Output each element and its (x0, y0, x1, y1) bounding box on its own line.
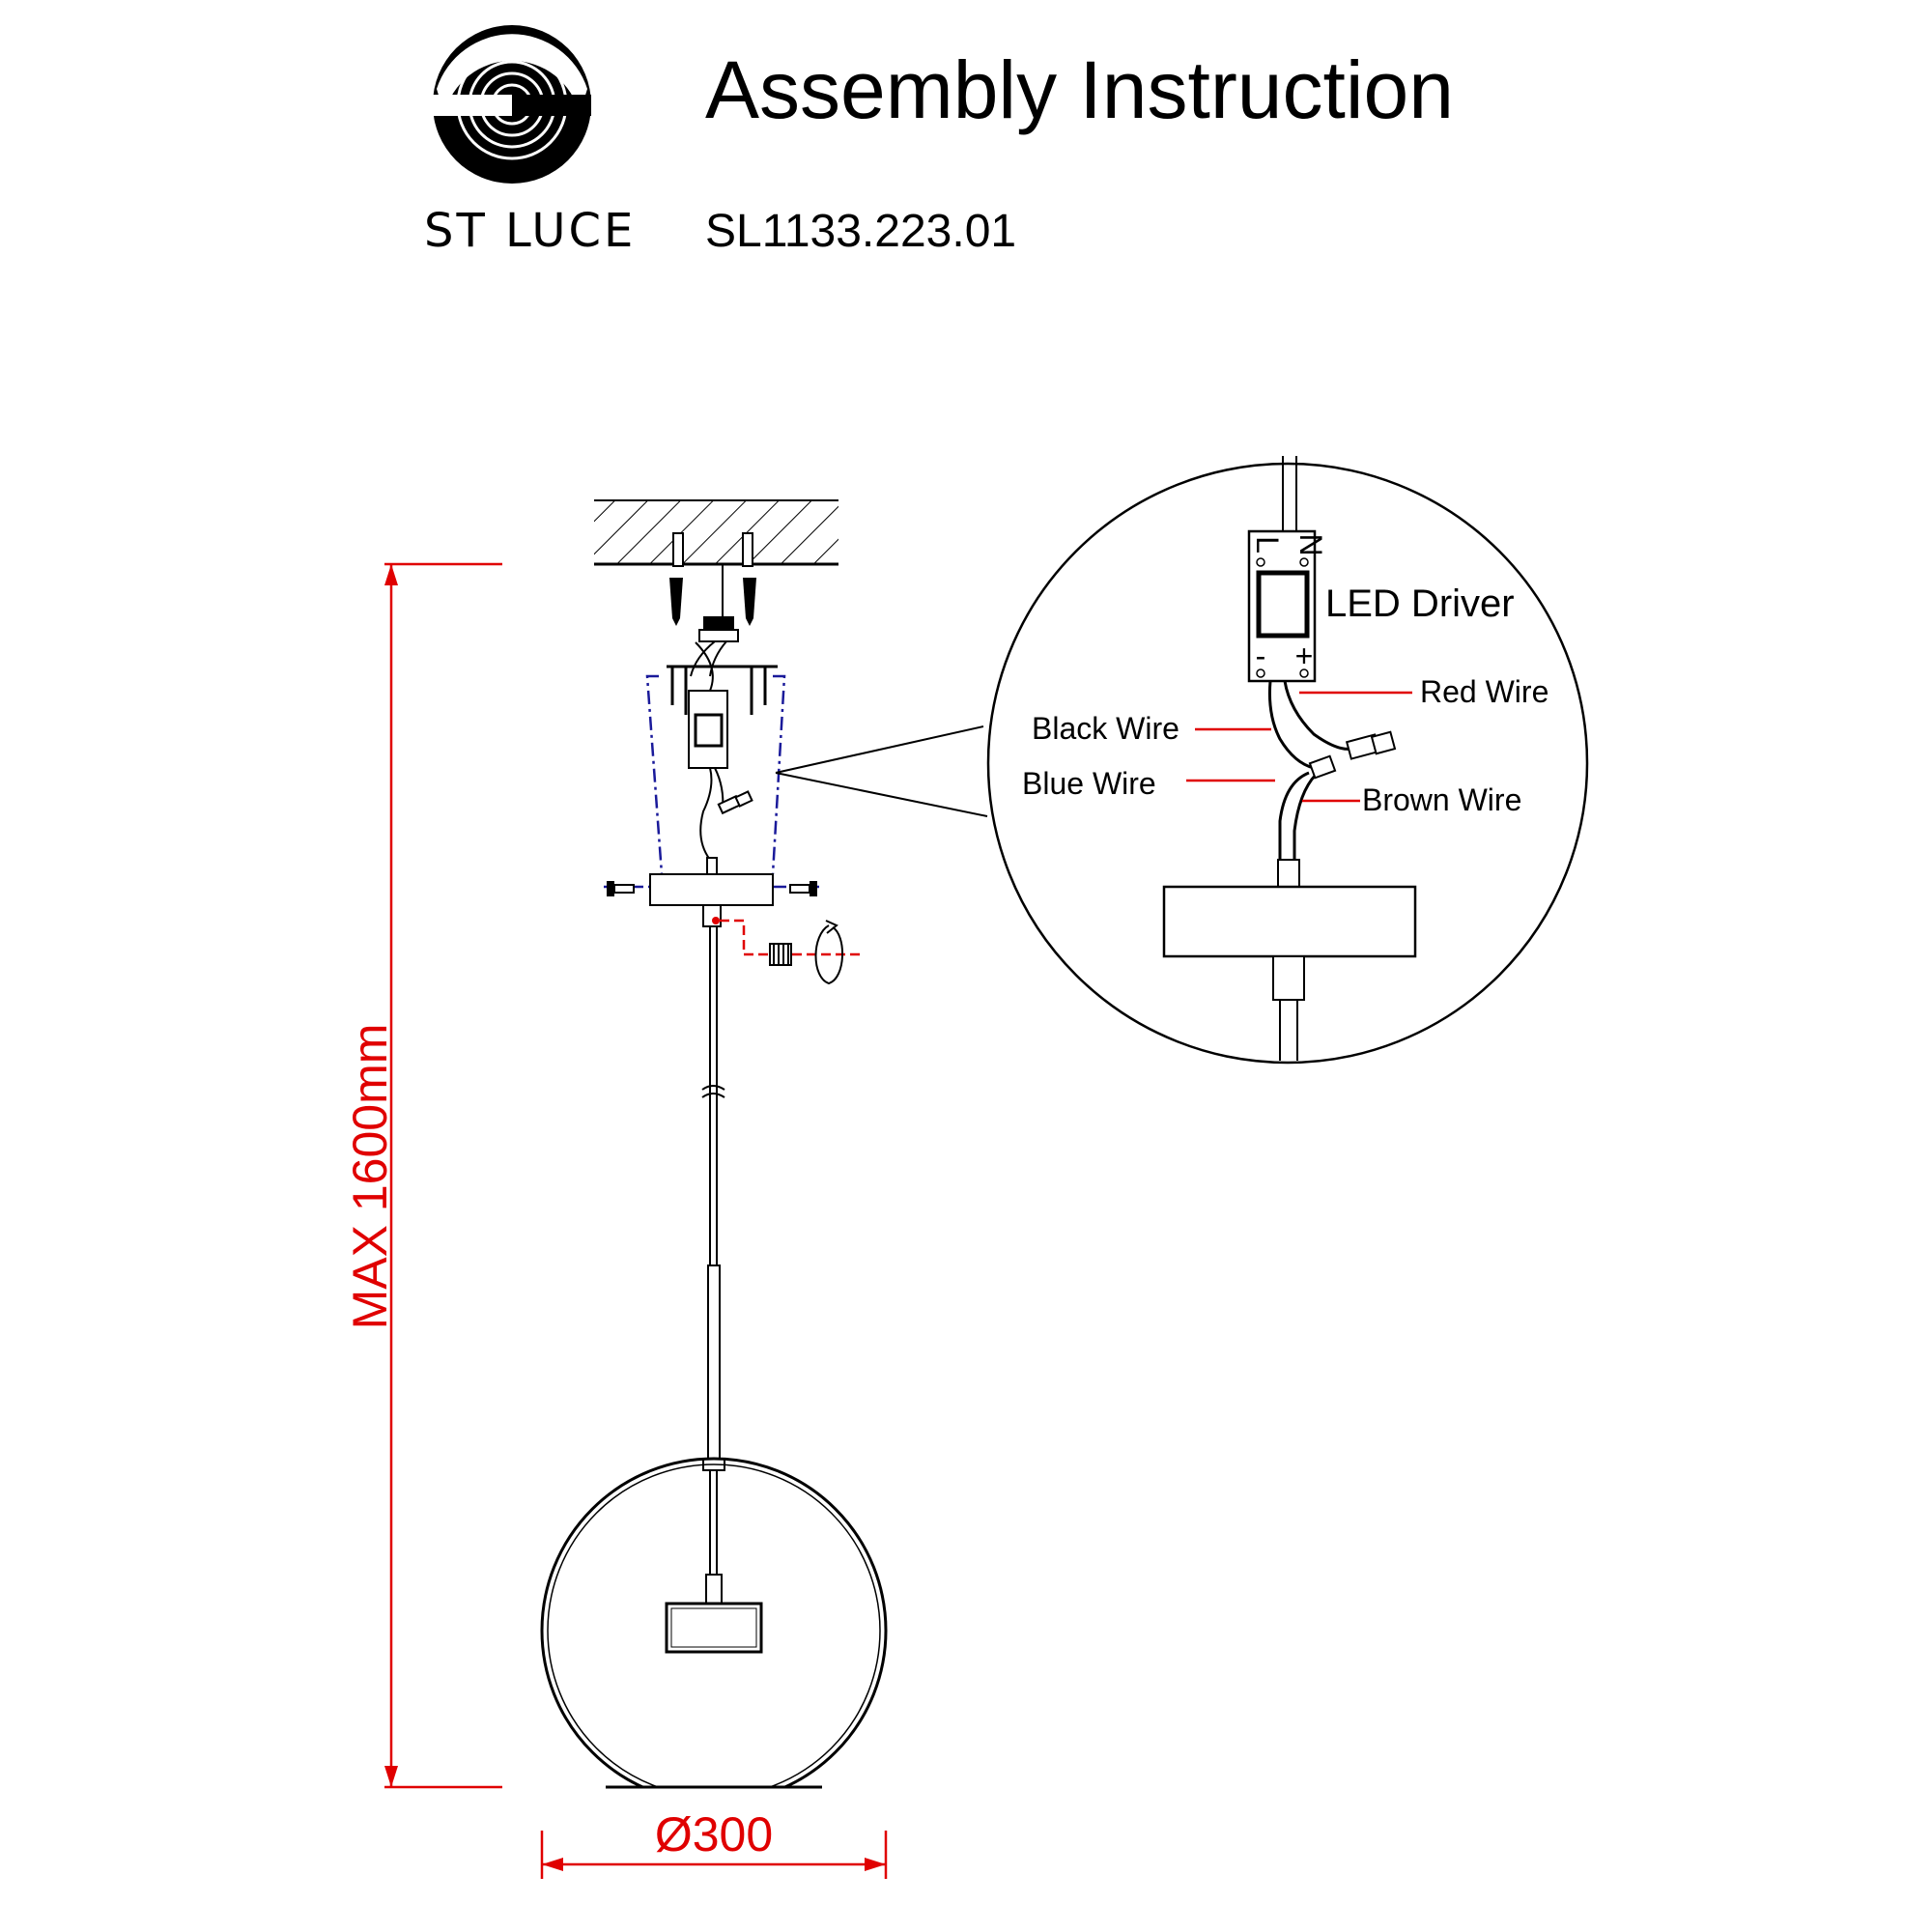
side-screw-right-icon (789, 881, 817, 896)
set-screw-guide (720, 919, 860, 956)
brand-name: ST LUCE (424, 204, 636, 258)
terminal-block (690, 616, 739, 677)
callout-pointer (775, 725, 988, 817)
blue-wire-label: Blue Wire (1022, 766, 1156, 801)
set-screw-icon (769, 943, 792, 966)
lamp-module (665, 1574, 763, 1654)
brand-logo-icon (433, 25, 591, 184)
page-title: Assembly Instruction (705, 44, 1454, 135)
terminal-plus-label: + (1295, 639, 1314, 673)
model-number: SL1133.223.01 (705, 206, 1016, 257)
rotate-arrow-icon (814, 920, 844, 985)
led-driver-label: LED Driver (1325, 582, 1515, 625)
suspension-cable (701, 926, 725, 1575)
canopy-detail (1162, 859, 1417, 1061)
terminal-l-label: L (1250, 536, 1285, 554)
brown-wire-label: Brown Wire (1362, 782, 1521, 817)
detail-callout-circle (986, 462, 1589, 1065)
led-driver-detail (1247, 456, 1317, 683)
height-label: MAX 1600mm (343, 1024, 397, 1330)
diameter-dimension (540, 1831, 888, 1879)
terminal-minus-label: - (1256, 639, 1266, 673)
ceiling (594, 499, 838, 566)
canopy-plate (649, 857, 774, 906)
red-wire-label: Red Wire (1420, 674, 1548, 709)
wall-anchors (669, 578, 756, 626)
height-dimension (384, 562, 502, 1789)
side-screw-left-icon (607, 881, 635, 896)
black-wire-label: Black Wire (1032, 711, 1179, 746)
mounting-bracket-pins (667, 665, 778, 715)
detail-wires (1268, 680, 1397, 860)
diameter-label: Ø300 (655, 1807, 773, 1861)
cord-grip (702, 904, 722, 927)
glass-globe-shade (540, 1457, 888, 1789)
led-driver-small (688, 641, 753, 861)
terminal-n-label: N (1293, 533, 1328, 555)
